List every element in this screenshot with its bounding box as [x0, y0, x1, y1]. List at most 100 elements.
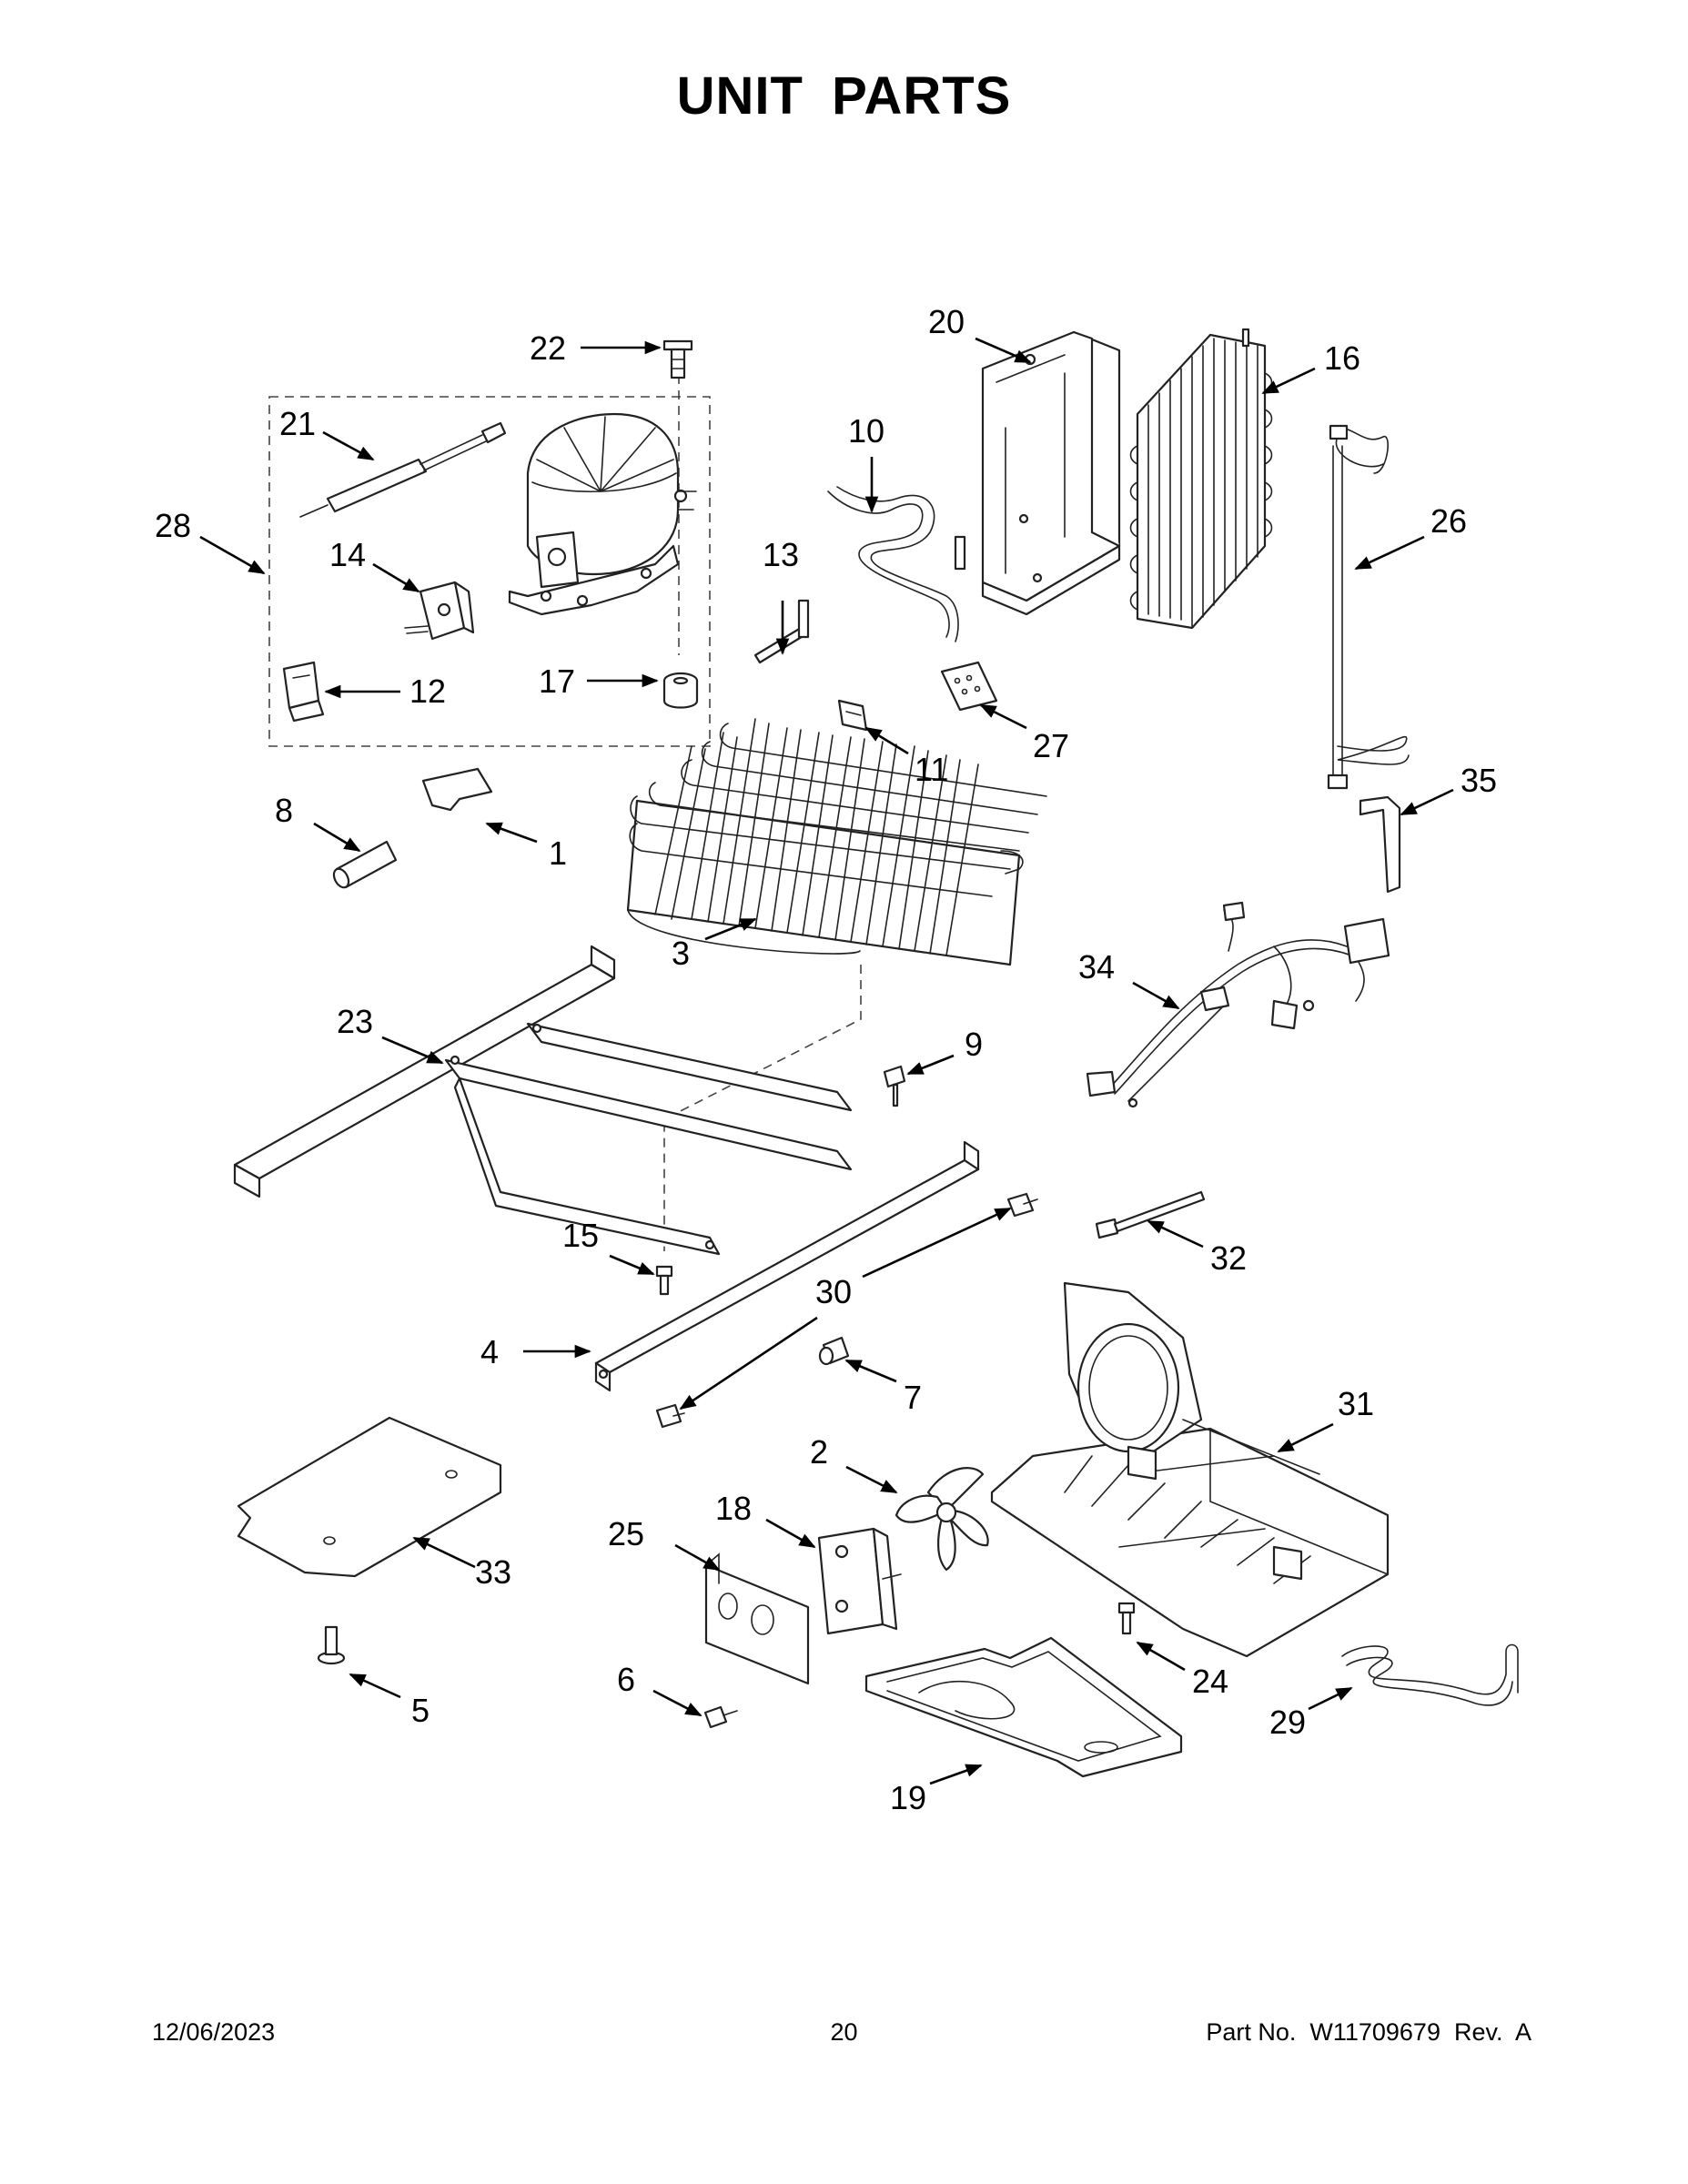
callout-29: 29	[1269, 1686, 1353, 1741]
svg-text:10: 10	[848, 412, 884, 450]
part-32-cable-tie	[1095, 1190, 1206, 1239]
part-10-tube	[827, 486, 966, 642]
page-title: UNIT PARTS	[676, 66, 1012, 126]
svg-text:4: 4	[480, 1333, 499, 1370]
part-4-rail	[594, 1140, 980, 1392]
part-19-drain-pan	[864, 1636, 1183, 1778]
alignment-line-3-to-15	[663, 965, 862, 1251]
svg-text:22: 22	[530, 329, 566, 367]
callout-28: 28	[155, 507, 266, 575]
compressor-assembly-outline	[268, 396, 711, 747]
svg-text:5: 5	[411, 1692, 430, 1729]
callout-17: 17	[539, 662, 659, 700]
svg-text:23: 23	[337, 1003, 373, 1040]
part-34-harness	[1086, 901, 1390, 1108]
part-24-screw	[1117, 1602, 1136, 1635]
svg-text:11: 11	[915, 751, 948, 788]
part-1-plate	[421, 767, 493, 812]
callout-15: 15	[562, 1217, 655, 1276]
svg-text:25: 25	[608, 1515, 644, 1552]
callout-31: 31	[1277, 1385, 1374, 1453]
svg-text:33: 33	[475, 1553, 511, 1591]
svg-text:28: 28	[155, 507, 191, 544]
part-31-base	[990, 1281, 1390, 1658]
part-6-screw	[703, 1705, 738, 1729]
svg-text:18: 18	[715, 1490, 752, 1527]
callout-21: 21	[279, 405, 375, 461]
compressor	[508, 412, 697, 616]
part-20-shroud	[981, 330, 1121, 616]
svg-text:20: 20	[928, 303, 965, 340]
svg-text:26: 26	[1430, 502, 1467, 540]
part-29-heater	[1341, 1643, 1519, 1706]
callout-10: 10	[848, 412, 884, 513]
svg-text:17: 17	[539, 662, 575, 700]
callout-2: 2	[810, 1433, 898, 1494]
part-26-wire	[1327, 424, 1410, 790]
callout-20: 20	[928, 303, 1032, 364]
part-18-motor	[817, 1527, 902, 1635]
callout-8: 8	[275, 792, 361, 853]
callout-13: 13	[763, 536, 799, 655]
svg-text:24: 24	[1192, 1663, 1228, 1700]
footer-page-number: 20	[830, 2018, 858, 2046]
part-3-coil	[626, 718, 1047, 966]
svg-text:1: 1	[549, 834, 567, 872]
callout-12: 12	[324, 672, 446, 710]
callout-23: 23	[337, 1003, 444, 1065]
part-27-plate	[940, 661, 998, 712]
svg-text:14: 14	[329, 536, 366, 573]
svg-text:31: 31	[1338, 1385, 1374, 1422]
part-35-bracket	[1359, 795, 1401, 894]
svg-text:32: 32	[1210, 1239, 1247, 1277]
callout-24: 24	[1136, 1641, 1228, 1700]
footer-date: 12/06/2023	[152, 2018, 276, 2046]
svg-text:15: 15	[562, 1217, 599, 1254]
svg-text:8: 8	[275, 792, 293, 829]
svg-text:19: 19	[890, 1779, 926, 1816]
callout-7: 7	[844, 1359, 922, 1416]
part-17-grommet	[662, 672, 699, 709]
callout-26: 26	[1354, 502, 1467, 571]
svg-text:27: 27	[1033, 727, 1069, 764]
svg-text:6: 6	[617, 1661, 635, 1698]
svg-text:16: 16	[1324, 339, 1360, 377]
part-2-fan-blade	[895, 1467, 989, 1572]
svg-text:30: 30	[815, 1273, 852, 1310]
callout-19: 19	[890, 1764, 983, 1816]
callout-4: 4	[480, 1333, 591, 1370]
callout-34: 34	[1078, 948, 1180, 1010]
svg-text:7: 7	[904, 1379, 922, 1416]
part-22-mounting-stud	[662, 339, 693, 379]
part-15-screw	[655, 1265, 673, 1296]
svg-text:13: 13	[763, 536, 799, 573]
callout-25: 25	[608, 1515, 721, 1572]
svg-text:3: 3	[672, 935, 690, 972]
svg-text:21: 21	[279, 405, 316, 442]
svg-text:29: 29	[1269, 1704, 1306, 1741]
callout-9: 9	[906, 1026, 983, 1076]
part-23-frame	[233, 945, 853, 1256]
part-11-clip	[837, 699, 868, 732]
part-33-cover	[237, 1416, 502, 1578]
footer-part-number: Part No. W11709679 Rev. A	[1206, 2018, 1531, 2046]
callout-1: 1	[485, 822, 567, 872]
part-14-relay	[404, 581, 475, 641]
part-7-bushing	[818, 1336, 850, 1366]
callout-27: 27	[979, 703, 1069, 764]
svg-text:9: 9	[965, 1026, 983, 1063]
svg-text:34: 34	[1078, 948, 1115, 986]
callout-22: 22	[530, 329, 662, 367]
svg-text:2: 2	[810, 1433, 828, 1471]
callout-32: 32	[1147, 1219, 1247, 1277]
callout-5: 5	[349, 1673, 430, 1729]
part-8-pipe	[332, 840, 398, 889]
callout-30: 30	[679, 1207, 1012, 1410]
callout-16: 16	[1261, 339, 1360, 395]
callout-18: 18	[715, 1490, 816, 1549]
part-16-condenser	[1129, 328, 1273, 630]
part-21-drier	[299, 421, 507, 518]
part-25-bracket	[704, 1552, 810, 1685]
callout-11: 11	[864, 726, 948, 788]
